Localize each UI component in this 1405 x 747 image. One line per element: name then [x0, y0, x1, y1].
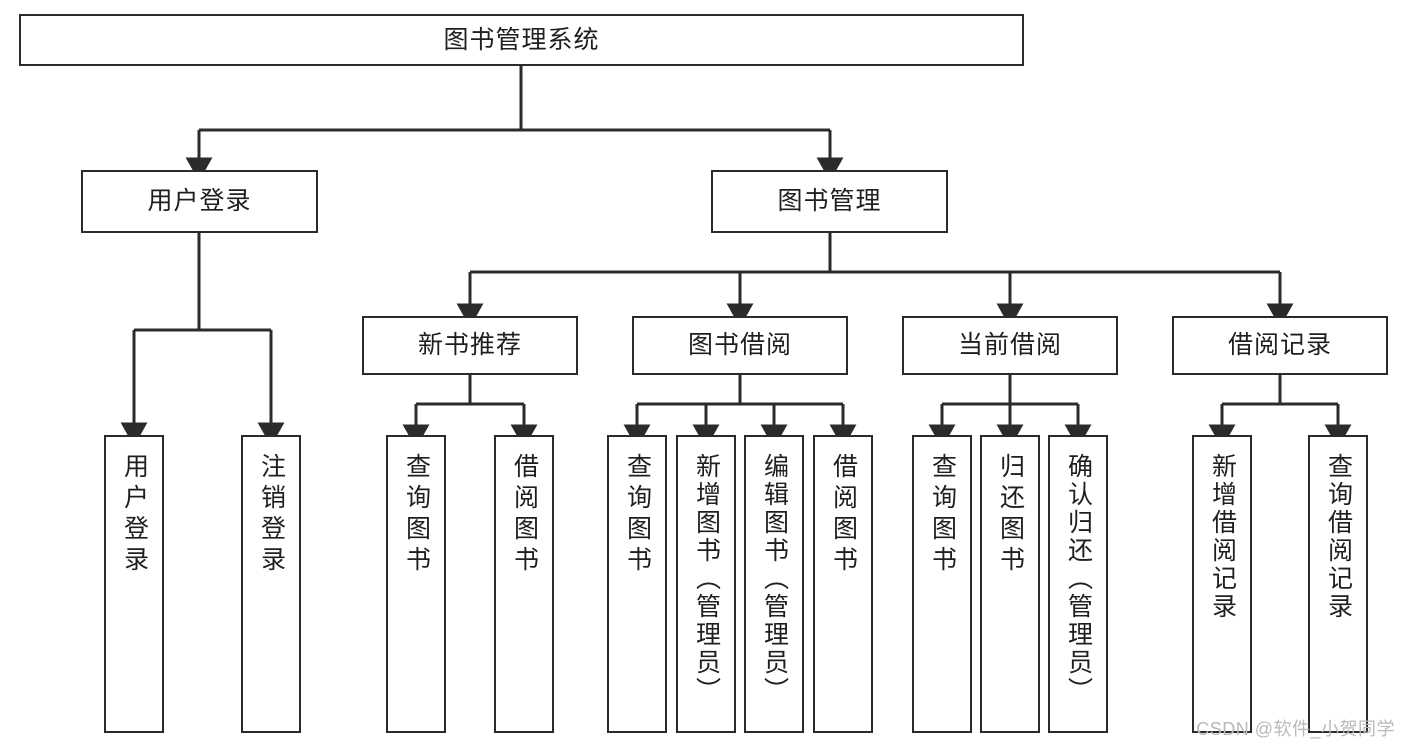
- node-leaf-user-logout-label: 注销登录: [257, 453, 286, 577]
- node-borrow-record-label: 借阅记录: [1227, 331, 1332, 360]
- node-leaf-query-book-1-label: 查询图书: [402, 453, 431, 577]
- node-leaf-query-book-3[interactable]: 查询图书: [912, 435, 972, 733]
- node-current-borrow[interactable]: 当前借阅: [902, 316, 1118, 375]
- node-leaf-add-record[interactable]: 新增借阅记录: [1192, 435, 1252, 733]
- node-leaf-return-book-label: 归还图书: [996, 453, 1025, 577]
- node-book-manage[interactable]: 图书管理: [711, 170, 948, 233]
- node-current-borrow-label: 当前借阅: [957, 331, 1062, 360]
- node-leaf-borrow-book-2-label: 借阅图书: [829, 453, 858, 577]
- node-leaf-borrow-book-1[interactable]: 借阅图书: [494, 435, 554, 733]
- node-root[interactable]: 图书管理系统: [19, 14, 1024, 66]
- node-leaf-query-book-2-label: 查询图书: [623, 453, 652, 577]
- node-root-label: 图书管理系统: [443, 25, 600, 54]
- node-leaf-borrow-book-2[interactable]: 借阅图书: [813, 435, 873, 733]
- node-leaf-user-login-label: 用户登录: [120, 453, 149, 577]
- node-leaf-query-book-2[interactable]: 查询图书: [607, 435, 667, 733]
- node-leaf-edit-book[interactable]: 编辑图书（管理员）: [744, 435, 804, 733]
- node-book-borrow[interactable]: 图书借阅: [632, 316, 848, 375]
- node-user-login[interactable]: 用户登录: [81, 170, 318, 233]
- node-new-book-recommend-label: 新书推荐: [417, 331, 522, 360]
- node-leaf-query-record-label: 查询借阅记录: [1324, 453, 1353, 621]
- node-leaf-query-book-3-label: 查询图书: [928, 453, 957, 577]
- node-leaf-query-record[interactable]: 查询借阅记录: [1308, 435, 1368, 733]
- node-leaf-edit-book-label: 编辑图书（管理员）: [760, 453, 789, 705]
- node-leaf-confirm-return-label: 确认归还（管理员）: [1064, 453, 1093, 705]
- node-leaf-return-book[interactable]: 归还图书: [980, 435, 1040, 733]
- node-book-manage-label: 图书管理: [777, 187, 882, 216]
- node-book-borrow-label: 图书借阅: [687, 331, 792, 360]
- node-leaf-user-login[interactable]: 用户登录: [104, 435, 164, 733]
- node-user-login-label: 用户登录: [147, 187, 252, 216]
- node-leaf-add-book-label: 新增图书（管理员）: [692, 453, 721, 705]
- node-leaf-query-book-1[interactable]: 查询图书: [386, 435, 446, 733]
- node-leaf-add-book[interactable]: 新增图书（管理员）: [676, 435, 736, 733]
- watermark: CSDN @软件_小贺同学: [1196, 719, 1395, 739]
- node-new-book-recommend[interactable]: 新书推荐: [362, 316, 578, 375]
- node-leaf-confirm-return[interactable]: 确认归还（管理员）: [1048, 435, 1108, 733]
- node-leaf-add-record-label: 新增借阅记录: [1208, 453, 1237, 621]
- node-leaf-user-logout[interactable]: 注销登录: [241, 435, 301, 733]
- node-borrow-record[interactable]: 借阅记录: [1172, 316, 1388, 375]
- node-leaf-borrow-book-1-label: 借阅图书: [510, 453, 539, 577]
